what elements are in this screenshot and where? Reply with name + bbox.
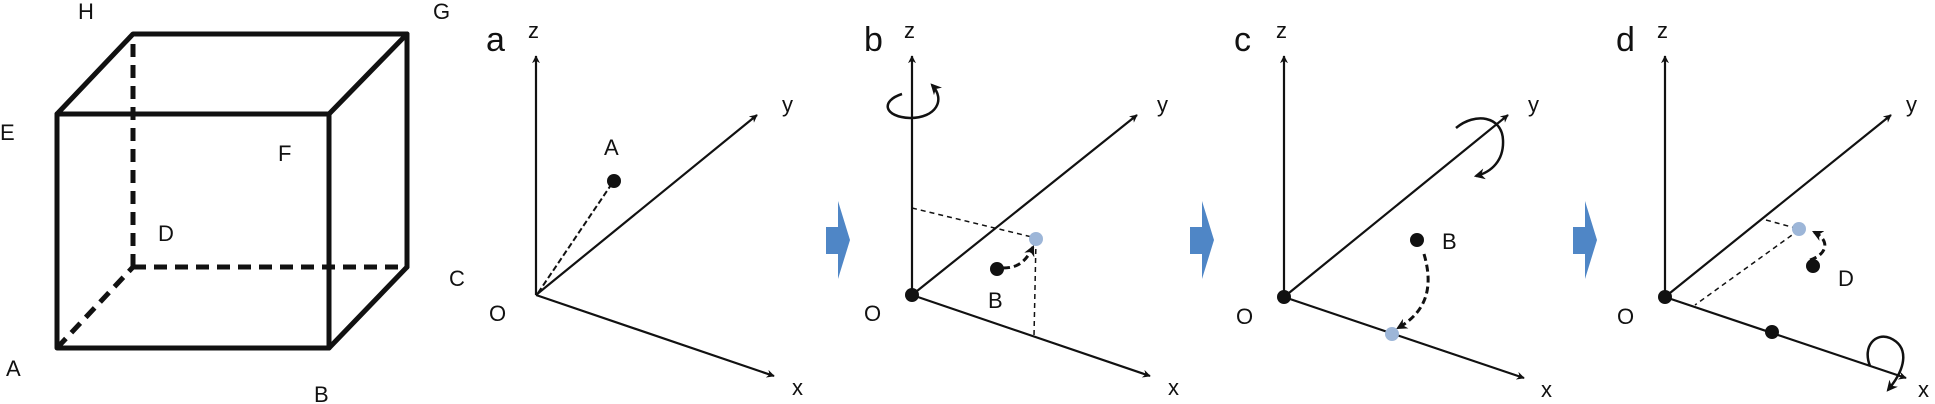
panel-b-x-axis — [911, 293, 1151, 378]
panel-c-y-label: y — [1528, 92, 1539, 117]
panel-d-x-axis-dot — [1765, 325, 1779, 339]
panel-b-projected-point — [1029, 232, 1043, 246]
panel-c-z-label: z — [1276, 18, 1287, 43]
panel-c-label: c — [1234, 21, 1251, 59]
panel-a-label: a — [486, 21, 505, 59]
cube-top-edges — [54, 31, 410, 117]
panel-d-x-axis — [1664, 295, 1907, 380]
cube-label-f: F — [278, 141, 291, 166]
panel-b-y-label: y — [1157, 92, 1168, 117]
panel-d-projected-point — [1792, 222, 1806, 236]
panel-c-y-axis — [1283, 114, 1509, 298]
cube-edge-bc — [326, 264, 410, 351]
panel-a-y-label: y — [782, 92, 793, 117]
panel-b-x-label: x — [1168, 375, 1179, 400]
panel-a-origin-label: O — [489, 301, 506, 326]
panel-b-point-label: B — [988, 288, 1003, 313]
panel-d-origin-label: O — [1617, 304, 1634, 329]
panel-b-projection-z — [911, 207, 1037, 239]
panel-b-projection-x — [1033, 239, 1037, 337]
panel-c-origin-label: O — [1236, 304, 1253, 329]
cube-label-e: E — [0, 120, 15, 145]
panel-b: b z y x O B — [864, 18, 1179, 400]
panel-b-point-b — [990, 262, 1004, 276]
panel-c-x-axis — [1283, 295, 1525, 380]
panel-c-x-label: x — [1541, 377, 1552, 402]
panel-c-y-rotation-icon — [1455, 117, 1505, 180]
panel-d-x-rotation-icon — [1866, 335, 1905, 392]
step-arrow-3 — [1573, 201, 1597, 279]
panel-a-point-a — [607, 174, 621, 188]
panel-c: c z y x O B — [1234, 18, 1552, 402]
panel-c-origin-dot — [1277, 290, 1291, 304]
cube-front-face — [54, 111, 332, 351]
panel-a-x-label: x — [792, 375, 803, 400]
panel-d-origin-dot — [1658, 290, 1672, 304]
panel-b-z-rotation-icon — [886, 83, 943, 120]
panel-d: d z y x O D — [1616, 18, 1929, 402]
panel-c-rotation-path — [1396, 253, 1430, 330]
panel-b-z-label: z — [904, 18, 915, 43]
panel-b-y-axis — [911, 114, 1138, 296]
panel-d-label: d — [1616, 21, 1635, 59]
panel-d-point-d — [1806, 259, 1820, 273]
cube-label-b: B — [314, 382, 329, 404]
panel-a-z-label: z — [528, 18, 539, 43]
panel-c-point-label: B — [1442, 229, 1457, 254]
panel-d-projection-diag — [1694, 229, 1800, 306]
cube: H G E F D C A B — [0, 0, 465, 404]
step-arrow-1 — [826, 201, 850, 279]
panel-c-projected-point — [1385, 327, 1399, 341]
cube-label-h: H — [78, 0, 94, 24]
panel-a: a z y x O A — [486, 18, 803, 400]
panel-b-label: b — [864, 21, 883, 59]
panel-a-y-axis — [535, 114, 758, 296]
panel-b-origin-dot — [905, 288, 919, 302]
panel-a-position-vector — [537, 181, 614, 294]
cube-label-d: D — [158, 221, 174, 246]
panel-d-y-label: y — [1906, 92, 1917, 117]
cube-label-a: A — [6, 356, 21, 381]
cube-label-g: G — [433, 0, 450, 24]
panel-b-origin-label: O — [864, 301, 881, 326]
panel-d-point-label: D — [1838, 266, 1854, 291]
panel-d-z-label: z — [1657, 18, 1668, 43]
panel-a-x-axis — [535, 293, 775, 378]
cube-label-c: C — [449, 266, 465, 291]
panel-d-rotation-path — [1809, 230, 1827, 262]
panel-c-point-b — [1410, 233, 1424, 247]
panel-d-y-axis — [1664, 114, 1892, 298]
cube-edge-hidden-ad — [55, 265, 135, 350]
panel-d-x-label: x — [1918, 377, 1929, 402]
panel-b-rotation-path — [1002, 245, 1035, 270]
panel-a-point-label: A — [604, 135, 619, 160]
step-arrow-2 — [1190, 201, 1214, 279]
